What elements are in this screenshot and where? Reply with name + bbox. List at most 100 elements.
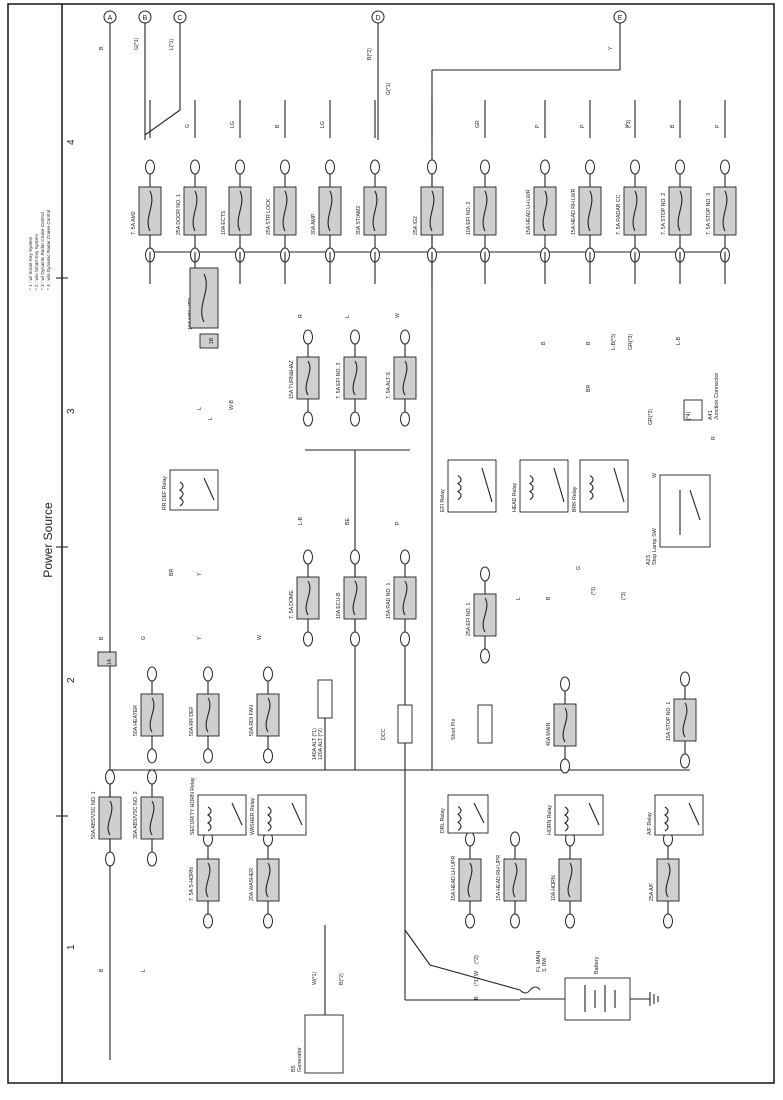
fuse-top-8: 15A HEAD LH LWR — [526, 159, 557, 263]
fl-wire-w-code: (*2) — [474, 955, 480, 964]
fuse-label: 7. 5A RADAR CC — [616, 194, 622, 235]
fuse-label: 7. 5A ALT-S — [386, 371, 392, 399]
top-wire-color-9: P — [580, 124, 586, 128]
alt-fuse-box — [317, 679, 333, 719]
lower-wire-color-9: W — [652, 473, 658, 478]
battery — [564, 977, 631, 1021]
fuse-top-1: 25A DOOR NO. 1 — [176, 159, 207, 263]
top-wire-color-3: LG — [320, 121, 326, 128]
lower-wire-color-7: BR — [586, 385, 592, 392]
lower-wire-color-0: B — [541, 341, 547, 345]
fuse-label: 20A WASHER — [249, 868, 255, 901]
fuse-left-0: 50A ABS/VSC NO. 1 — [91, 769, 122, 867]
relay-6: DRL Relay — [440, 794, 489, 834]
fuse-label: 25A DOOR NO. 1 — [176, 194, 182, 235]
misc-label-8: (*3) — [621, 591, 627, 600]
top-wire-label-0: B — [99, 46, 105, 50]
top-wire-color-0: G — [185, 124, 191, 128]
lower-wire-color-4: L-B — [676, 336, 682, 345]
fuse-label: 50A RR DEF — [189, 706, 195, 736]
relay-label: A/F Relay — [647, 812, 653, 835]
top-wire-color-4: GR — [475, 120, 481, 128]
fuse-label: 7. 5A S-HORN — [189, 867, 195, 901]
fuse-top-10: 7. 5A RADAR CC — [616, 159, 647, 263]
connector-d-label: D — [375, 15, 380, 22]
lower-wire-color-6: R — [711, 436, 717, 440]
mid-wire-color-4: BE — [345, 518, 351, 525]
top-wire-label-3: B(*2) — [367, 48, 373, 60]
left-wire-color-1: L — [141, 969, 147, 972]
mir-htr-fuse-element — [201, 273, 207, 323]
stop-lamp-sw-box — [659, 474, 711, 548]
fuse-label: 7. 5A AM2 — [131, 211, 137, 235]
terminal-1b: 1B — [209, 337, 215, 344]
top-wire-color-5: P — [535, 124, 541, 128]
fl-wire-w-label: W — [474, 970, 480, 976]
relay-8: A/F Relay — [647, 794, 704, 836]
fuse-label: 40A MAIN — [546, 722, 552, 746]
note-4: * 4 : w/o Dynamic Radar Cruise Control — [46, 210, 51, 290]
fuse-top-6: 25A IG2 — [413, 159, 444, 263]
fuse-top-3: 25A STR LOCK — [266, 159, 297, 263]
fuse-mid-3: 7. 5A DOME — [289, 549, 320, 647]
alt-fuse-label-2: 120A ALT (*2) — [318, 728, 324, 760]
top-wire-label-5: Y — [608, 46, 614, 50]
relay-0: RR DEF Relay — [162, 469, 219, 511]
fuse-mid-1: 7. 5A EFI NO. 3 — [336, 329, 367, 427]
relay-label: EFI Relay — [440, 489, 446, 512]
mid-wire-color-0: R — [298, 314, 304, 318]
fuse-mid-5: 15A RAD NO. 1 — [386, 549, 417, 647]
relay-label: HEAD Relay — [512, 482, 518, 512]
fuse-label: 7. 5A DOME — [289, 590, 295, 619]
stop-lamp-sw-id: A23 — [646, 555, 652, 565]
left-wire-color-11: B(*2) — [339, 973, 345, 985]
top-wire-label-1: G(*1) — [134, 37, 140, 50]
outer-frame — [7, 3, 775, 1084]
fuse-label: 25A STR LOCK — [266, 198, 272, 235]
grid-number-1: 1 — [66, 944, 77, 950]
top-wire-color-10: (*3) — [626, 119, 632, 128]
fuse-label: 25A IG2 — [413, 216, 419, 235]
misc-label-7: B — [546, 596, 552, 600]
generator-box — [304, 1014, 344, 1074]
fuse-left-5: 7. 5A S-HORN — [189, 831, 220, 929]
lower-wire-color-2: L-B(*3) — [611, 333, 617, 350]
fuse-mid-8: 15A STOP NO. 1 — [666, 671, 697, 769]
fuse-top-12: 7. 5A STOP NO. 3 — [706, 159, 737, 263]
lower-wire-color-5: (*4) — [686, 411, 692, 420]
misc-label-3: L — [208, 417, 214, 420]
stop-lamp-sw-name: Stop Lamp SW — [652, 527, 658, 565]
relay-5: WASHER Relay — [250, 794, 307, 836]
fl-wire-b-label: B — [474, 996, 480, 1000]
fl-main-label: FL MAIN — [536, 950, 542, 972]
mid-wire-color-3: L-B — [298, 516, 304, 525]
fuse-label: 50A RDI FAN — [249, 705, 255, 736]
junction-connector-name: Junction Connector — [714, 372, 720, 420]
relay-2: HEAD Relay — [512, 459, 569, 513]
fuse-top-11: 7. 5A STOP NO. 2 — [661, 159, 692, 263]
junction-connector-assembly: A41 Junction Connector — [683, 372, 720, 421]
fuse-left-3: 50A RR DEF — [189, 666, 220, 764]
alt-fuse-label-1: 140A ALT (*1) — [312, 728, 318, 760]
top-wire-color-1: LG — [230, 121, 236, 128]
relay-1: EFI Relay — [440, 459, 497, 513]
fuse-left-4: 50A RDI FAN — [249, 666, 280, 764]
left-wire-color-5: BR — [169, 569, 175, 576]
page-title: Power Source — [41, 502, 55, 578]
lower-wire-color-1: B — [586, 341, 592, 345]
generator-id: B5 — [291, 1065, 297, 1072]
fl-wire-b-code: (*1) — [474, 977, 480, 986]
top-wire-color-6: P — [715, 124, 721, 128]
short-pin-box — [477, 704, 493, 744]
fuse-label: 7. 5A STOP NO. 2 — [661, 193, 667, 235]
fuse-top-0: 7. 5A AM2 — [131, 159, 162, 263]
note-2: * 2 : w/o Smart Key System — [34, 234, 39, 290]
fuse-left-7: 15A HEAD LH UPR — [451, 831, 482, 929]
misc-label-0: DCC — [381, 729, 387, 740]
notes-block: * 1 : w/ Smart Key System * 2 : w/o Smar… — [28, 210, 51, 290]
relay-label: DRL Relay — [440, 808, 446, 833]
left-wire-color-0: B — [99, 968, 105, 972]
fuse-mid-2: 7. 5A ALT-S — [386, 329, 417, 427]
relay-7: HORN Relay — [547, 794, 604, 836]
